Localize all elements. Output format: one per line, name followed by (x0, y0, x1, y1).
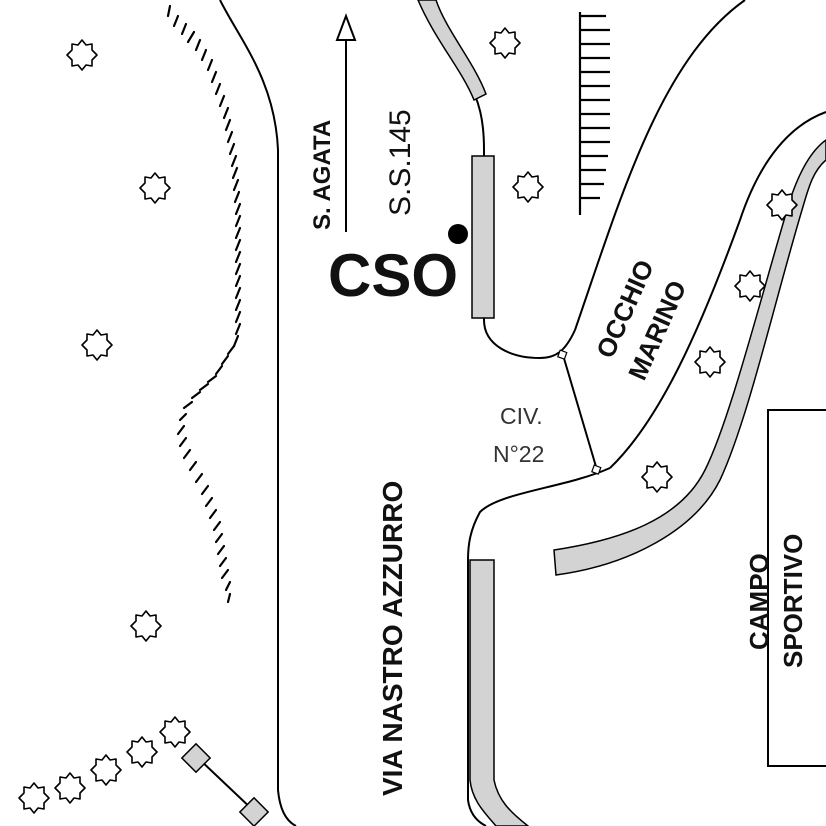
civic-number-label: N°22 (493, 441, 544, 467)
sportivo-label: SPORTIVO (778, 534, 808, 668)
tree-icon (18, 782, 50, 814)
sidewalk-top (417, 0, 487, 102)
tree-icon (641, 461, 673, 493)
tree-icon (734, 270, 766, 302)
cso-location-marker-icon (448, 224, 468, 244)
direction-label: S. AGATA (309, 120, 336, 230)
tree-icon (66, 39, 98, 71)
occhio-marino-west-edge (574, 0, 746, 331)
main-road-east-edge-lower (467, 467, 611, 826)
tree-icon (766, 189, 798, 221)
main-road-west-edge (219, 0, 297, 826)
tree-icon (512, 171, 544, 203)
tree-icon (159, 716, 191, 748)
cso-label: CSO (328, 242, 458, 309)
main-street-label: VIA NASTRO AZZURRO (377, 481, 408, 796)
tree-icon (126, 736, 158, 768)
north-arrow-icon (335, 13, 357, 232)
main-road-east-edge-upper (465, 77, 576, 360)
lamp-posts (180, 742, 270, 826)
sidewalk-occhio-marino (553, 139, 826, 576)
tree-icon (81, 329, 113, 361)
tree-icon (54, 772, 86, 804)
embankment-hatching (166, 4, 242, 604)
tree-icon (694, 346, 726, 378)
tree-icon (90, 754, 122, 786)
sidewalk-cso (471, 155, 495, 319)
tree-icon (130, 610, 162, 642)
civic-label: CIV. (500, 403, 543, 429)
state-road-label: S.S.145 (384, 109, 417, 216)
tree-icon (139, 172, 171, 204)
sidewalk-lower-left (469, 559, 530, 826)
campo-label: CAMPO (744, 553, 774, 650)
upper-right-embankment (578, 12, 610, 215)
civic-lead-marker-top (557, 349, 568, 360)
civic-lead-line (562, 354, 598, 471)
civic-lead-marker-bottom (591, 464, 602, 475)
campo-sportivo-field (767, 409, 826, 767)
tree-icon (489, 27, 521, 59)
occhio-marino-east-edge (609, 111, 826, 469)
